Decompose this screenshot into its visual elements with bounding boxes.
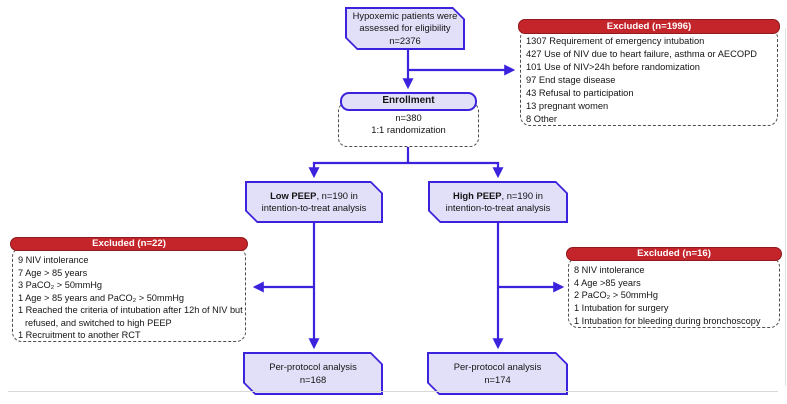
excluded-right-item: 1 Intubation for surgery (574, 303, 669, 314)
eligibility-line1: Hypoxemic patients were (352, 10, 458, 22)
excluded-right-list: 8 NIV intolerance 4 Age >85 years 2 PaCO… (574, 264, 778, 328)
excluded-left-dashed-border (12, 247, 246, 342)
box-low-peep: Low PEEP, n=190 in intention-to-treat an… (245, 181, 383, 223)
enrollment-title-badge: Enrollment (340, 92, 477, 111)
excluded-top-item: 427 Use of NIV due to heart failure, ast… (526, 49, 757, 59)
page-bottom-edge (8, 391, 778, 392)
excluded-left-item: 3 PaCO₂ > 50mmHg (18, 280, 102, 290)
high-peep-count: , n=190 in (501, 189, 543, 201)
excluded-left-item: 1 Recruitment to another RCT (18, 330, 141, 340)
excluded-top-item: 8 Other (526, 114, 558, 124)
excluded-left-title-badge: Excluded (n=22) (10, 237, 248, 251)
box-low-peep-fill (247, 183, 381, 221)
box-high-peep: High PEEP, n=190 in intention-to-treat a… (428, 181, 568, 223)
excluded-right-item: 2 PaCO₂ > 50mmHg (574, 290, 658, 301)
excluded-right-dashed-border (568, 257, 780, 328)
enrollment-count: n=380 (395, 112, 422, 123)
low-peep-line2: intention-to-treat analysis (261, 202, 367, 213)
panel-excluded-top: Excluded (n=1996) 1307 Requirement of em… (518, 19, 780, 127)
per-protocol-right-count: n=174 (484, 373, 511, 385)
excluded-right-title-badge: Excluded (n=16) (566, 247, 782, 261)
box-per-protocol-right: Per-protocol analysis n=174 (427, 352, 568, 395)
eligibility-count: n=2376 (389, 34, 421, 46)
box-eligibility-fill (347, 9, 463, 48)
excluded-right-item: 8 NIV intolerance (574, 265, 645, 275)
excluded-left-list: 9 NIV intolerance 7 Age > 85 years 3 PaC… (18, 254, 244, 342)
excluded-top-item: 1307 Requirement of emergency intubation (526, 36, 705, 46)
excluded-top-item: 101 Use of NIV>24h before randomization (526, 62, 700, 72)
excluded-top-item: 97 End stage disease (526, 75, 616, 85)
excluded-left-item: 1 Reached the criteria of intubation aft… (18, 305, 243, 328)
excluded-right-item: 1 Intubation for bleeding during broncho… (574, 315, 761, 326)
high-peep-label: High PEEP (453, 189, 502, 201)
high-peep-line2: intention-to-treat analysis (445, 202, 551, 213)
box-high-peep-fill (430, 183, 566, 221)
low-peep-label: Low PEEP (270, 189, 317, 201)
eligibility-line2: assessed for eligibility (359, 22, 451, 34)
excluded-left-item: 9 NIV intolerance (18, 255, 89, 265)
excluded-top-item: 13 pregnant women (526, 101, 609, 111)
panel-excluded-left: Excluded (n=22) 9 NIV intolerance 7 Age … (10, 237, 248, 342)
box-eligibility: Hypoxemic patients were assessed for eli… (345, 7, 465, 50)
excluded-top-list: 1307 Requirement of emergency intubation… (526, 35, 776, 126)
excluded-top-title-badge: Excluded (n=1996) (518, 19, 780, 34)
box-per-protocol-left-fill (245, 354, 381, 393)
low-peep-count: , n=190 in (316, 189, 358, 201)
excluded-left-item: 7 Age > 85 years (18, 267, 88, 278)
per-protocol-left-count: n=168 (299, 373, 327, 385)
excluded-left-item: 1 Age > 85 years and PaCO₂ > 50mmHg (18, 292, 184, 303)
excluded-right-item: 4 Age >85 years (574, 277, 641, 288)
box-per-protocol-right-fill (429, 354, 566, 393)
panel-enrollment: Enrollment n=380 1:1 randomization (338, 92, 479, 147)
page-right-edge (785, 28, 786, 386)
panel-excluded-right: Excluded (n=16) 8 NIV intolerance 4 Age … (566, 247, 782, 329)
per-protocol-left-line1: Per-protocol analysis (269, 361, 357, 373)
per-protocol-right-line1: Per-protocol analysis (453, 361, 542, 373)
box-per-protocol-left: Per-protocol analysis n=168 (243, 352, 383, 395)
excluded-top-dashed-border (520, 28, 778, 126)
excluded-top-item: 43 Refusal to participation (526, 88, 634, 98)
enrollment-randomization: 1:1 randomization (371, 123, 446, 135)
